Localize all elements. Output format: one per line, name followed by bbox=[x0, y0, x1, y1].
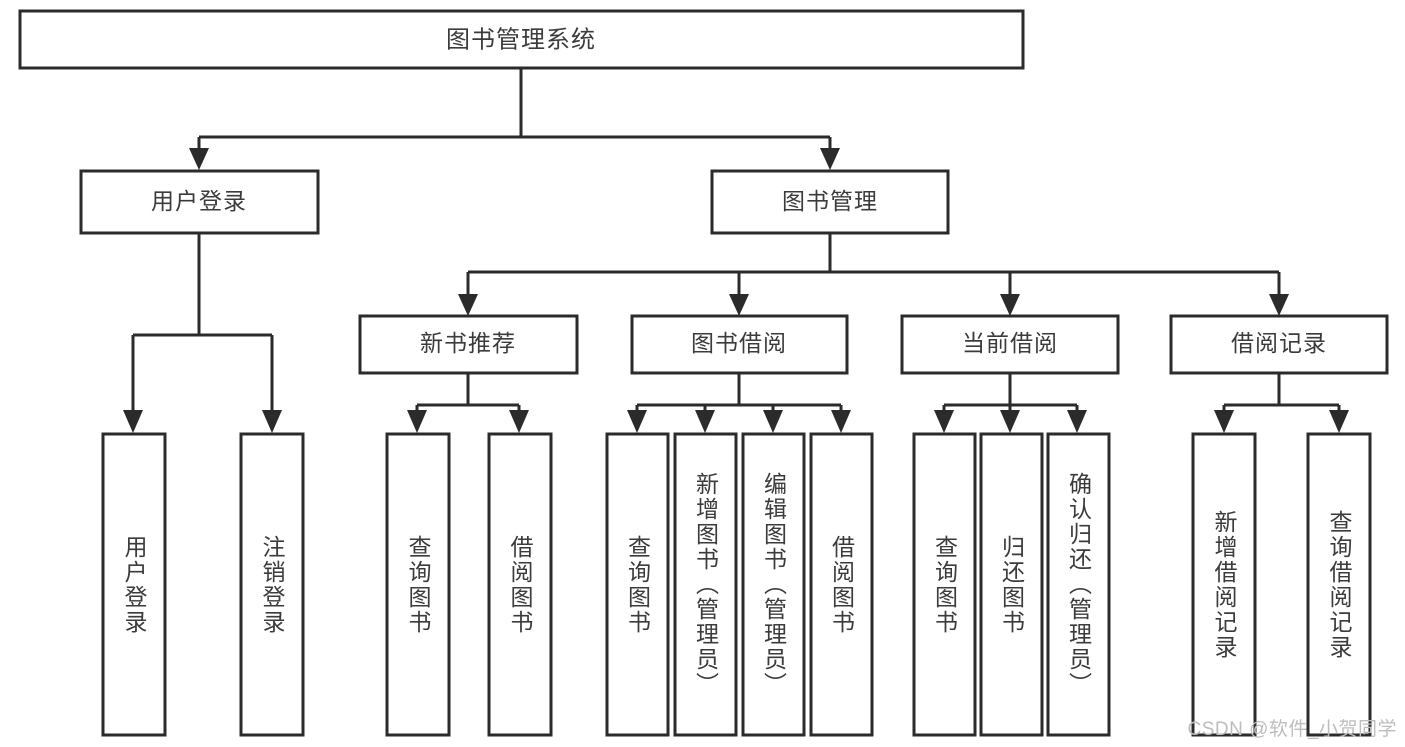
arrowhead-cb-query-book bbox=[934, 410, 954, 433]
arrowhead-bb-add-book bbox=[695, 410, 715, 433]
node-leaf-cb-return-book[interactable] bbox=[979, 432, 1044, 737]
node-leaf-bb-borrow-book[interactable] bbox=[809, 432, 874, 737]
node-book-borrow[interactable] bbox=[630, 314, 849, 375]
arrowhead-cb-return-book bbox=[1000, 410, 1020, 433]
node-leaf-user-login[interactable] bbox=[101, 432, 167, 737]
node-new-book-recommend-label: 新书推荐 bbox=[420, 330, 516, 356]
node-book-borrow-label: 图书借阅 bbox=[691, 330, 787, 356]
arrowhead-to-book-manage bbox=[820, 148, 840, 170]
arrowhead-cb-confirm-return bbox=[1067, 410, 1087, 433]
arrowhead-to-book-borrow bbox=[729, 294, 749, 316]
connector-current-borrow-to-leaves bbox=[934, 373, 1087, 433]
node-leaf-bb-add-book[interactable] bbox=[673, 432, 738, 737]
arrowhead-to-user-login bbox=[189, 148, 209, 170]
node-leaf-nbr-query-book[interactable] bbox=[385, 432, 451, 737]
connector-book-borrow-to-leaves bbox=[627, 373, 851, 433]
arrowhead-bb-query-book bbox=[627, 410, 647, 433]
arrowhead-nbr-query-book bbox=[407, 410, 427, 433]
connector-user-login-to-leaves bbox=[123, 234, 282, 433]
node-user-login-label: 用户登录 bbox=[151, 188, 247, 214]
node-current-borrow-label: 当前借阅 bbox=[962, 330, 1058, 356]
arrowhead-br-add-record bbox=[1214, 410, 1234, 433]
arrowhead-to-new-book-rec bbox=[458, 294, 478, 316]
node-leaf-bb-edit-book[interactable] bbox=[741, 432, 806, 737]
node-leaf-cb-confirm-return[interactable] bbox=[1046, 432, 1111, 737]
node-current-borrow[interactable] bbox=[900, 314, 1120, 375]
arrowhead-leaf-user-login bbox=[123, 410, 143, 433]
node-book-manage[interactable] bbox=[710, 169, 950, 235]
node-new-book-recommend[interactable] bbox=[358, 314, 579, 375]
connector-new-book-rec-to-leaves bbox=[407, 373, 529, 433]
arrowhead-bb-edit-book bbox=[763, 410, 783, 433]
node-borrow-record[interactable] bbox=[1169, 314, 1389, 375]
arrowhead-to-current-borrow bbox=[1000, 294, 1020, 316]
arrowhead-to-borrow-record bbox=[1269, 294, 1289, 316]
csdn-watermark: CSDN @软件_小贺同学 bbox=[1187, 719, 1397, 740]
node-root-book-system[interactable] bbox=[18, 9, 1025, 70]
connector-borrow-record-to-leaves bbox=[1214, 373, 1349, 433]
node-leaf-cb-query-book[interactable] bbox=[912, 432, 977, 737]
node-root-label: 图书管理系统 bbox=[446, 26, 596, 53]
connector-book-manage-to-level3 bbox=[458, 234, 1289, 316]
arrowhead-nbr-borrow-book bbox=[509, 410, 529, 433]
arrowhead-br-query-record bbox=[1329, 410, 1349, 433]
node-leaf-nbr-borrow-book[interactable] bbox=[487, 432, 553, 737]
node-user-login[interactable] bbox=[79, 169, 320, 235]
arrowhead-leaf-logout bbox=[262, 410, 282, 433]
node-leaf-br-query-record[interactable] bbox=[1306, 432, 1372, 737]
node-leaf-logout[interactable] bbox=[239, 432, 305, 737]
node-book-manage-label: 图书管理 bbox=[782, 188, 878, 214]
arrowhead-bb-borrow-book bbox=[831, 410, 851, 433]
node-borrow-record-label: 借阅记录 bbox=[1231, 330, 1327, 356]
connector-root-to-level2 bbox=[189, 68, 840, 170]
node-leaf-bb-query-book[interactable] bbox=[605, 432, 670, 737]
node-leaf-br-add-record[interactable] bbox=[1191, 432, 1257, 737]
